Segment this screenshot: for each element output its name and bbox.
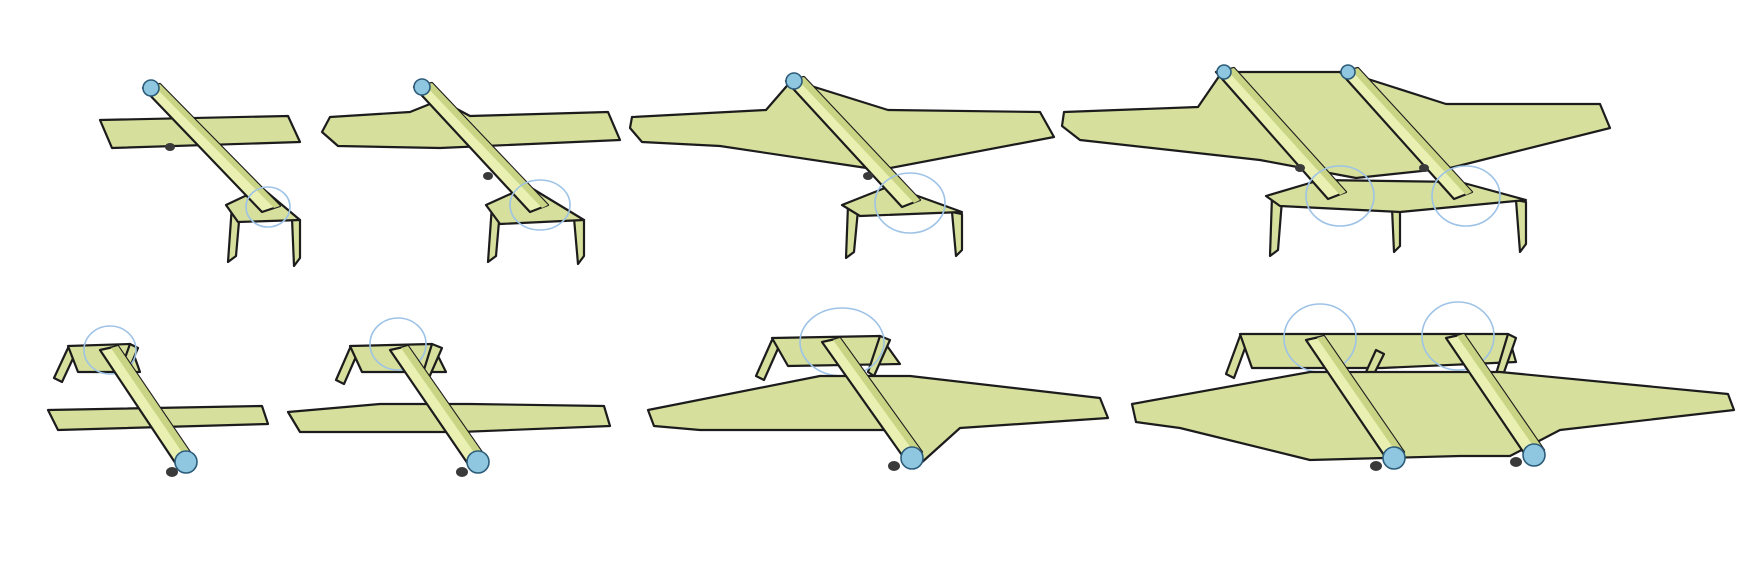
propeller-disk — [874, 172, 946, 234]
wheel-left — [1295, 164, 1305, 172]
aircraft-bottom-2 — [286, 317, 612, 477]
nose-hub-right — [1522, 443, 1546, 467]
nose-hub — [413, 78, 431, 96]
nose-hub-right — [1340, 64, 1356, 80]
nose-hub — [142, 79, 160, 97]
boom-right-shade — [1457, 334, 1544, 453]
aircraft-top-3 — [628, 72, 1056, 260]
aircraft-bottom-1 — [46, 325, 270, 477]
wheel — [165, 143, 175, 151]
tail-vertical-right — [1514, 198, 1528, 254]
propeller-disk-right — [1431, 165, 1501, 227]
wheel — [863, 172, 873, 180]
propeller-disk — [369, 317, 427, 371]
boom-shade — [833, 338, 922, 455]
propeller-disk — [509, 179, 571, 231]
tail-horizontal — [1264, 178, 1528, 214]
propeller-disk-left — [1305, 165, 1375, 227]
boom-shade — [797, 77, 920, 203]
boom-left-shade — [1317, 336, 1404, 455]
boom-left-shade — [1227, 68, 1346, 195]
propeller-disk — [245, 186, 291, 228]
aircraft-bottom-4 — [1130, 301, 1736, 471]
propeller-disk-right — [1421, 301, 1495, 371]
aircraft-bottom-3 — [646, 307, 1110, 471]
nose-hub-left — [1216, 64, 1232, 80]
wheel-right — [1419, 164, 1429, 172]
wing — [1130, 370, 1736, 462]
wheel — [456, 467, 468, 477]
wheel — [483, 172, 493, 180]
boom-shade — [425, 83, 548, 208]
nose-hub — [466, 450, 490, 474]
aircraft-top-1 — [98, 79, 302, 268]
boom-shade — [154, 84, 280, 208]
wheel-right — [1510, 457, 1522, 467]
propeller-disk — [83, 325, 137, 375]
wheel-left — [1370, 461, 1382, 471]
aircraft-top-4 — [1060, 64, 1612, 258]
boom-right-shade — [1351, 68, 1472, 195]
wheel — [166, 467, 178, 477]
tail-vertical-right — [290, 216, 302, 268]
nose-hub — [174, 450, 198, 474]
tail-vertical-center — [1390, 206, 1402, 254]
tail-vertical-right — [950, 210, 964, 258]
boom-shade — [111, 346, 194, 461]
boom-shade — [401, 346, 486, 461]
aircraft-top-2 — [320, 78, 622, 266]
nose-hub — [785, 72, 803, 90]
nose-hub-left — [1382, 446, 1406, 470]
wing — [1060, 70, 1612, 180]
wheel — [888, 461, 900, 471]
nose-hub — [900, 446, 924, 470]
tail-vertical-right — [572, 216, 586, 266]
